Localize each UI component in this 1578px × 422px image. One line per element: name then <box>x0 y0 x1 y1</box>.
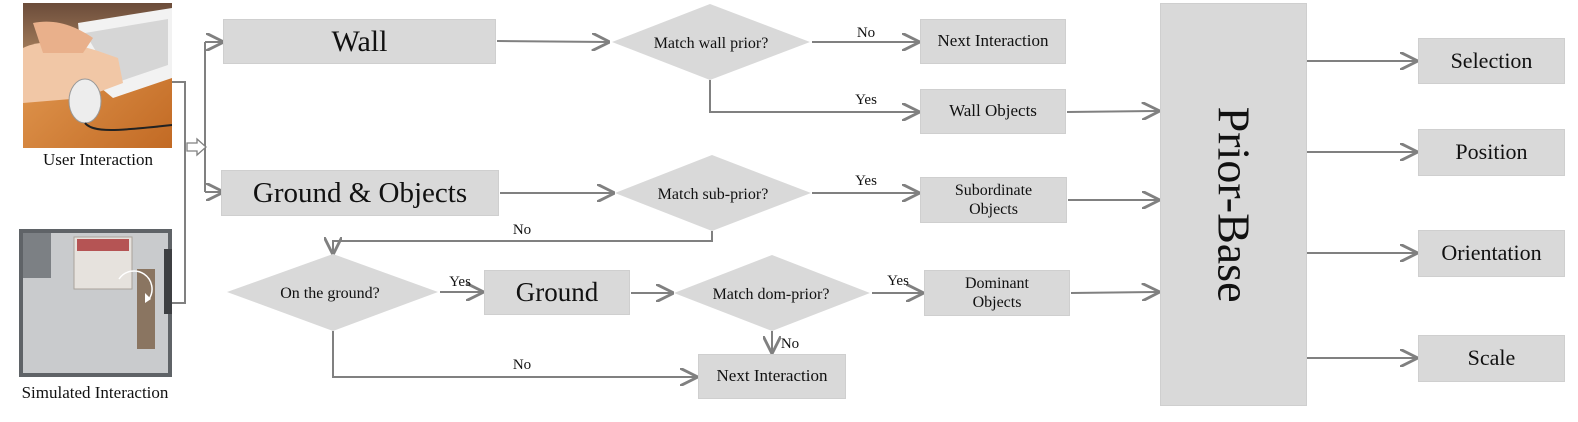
ground-node-label: Ground <box>515 277 599 308</box>
wall-objects-node: Wall Objects <box>920 89 1066 134</box>
wall-objects-label: Wall Objects <box>949 101 1037 121</box>
output-selection-label: Selection <box>1450 47 1533 73</box>
match-sub-prior-text: Match sub-prior? <box>658 186 769 203</box>
arrow-dominant-to-priorbase <box>1070 292 1158 293</box>
match-wall-prior-text: Match wall prior? <box>654 35 769 52</box>
simulated-interaction-label: Simulated Interaction <box>21 383 169 402</box>
arrow-wallobjects-to-priorbase <box>1066 111 1158 112</box>
edge-label-wall-no: No <box>857 25 875 41</box>
prior-base-node: Prior-Base <box>1160 3 1307 406</box>
output-position: Position <box>1418 129 1565 176</box>
ground-objects-node-label: Ground & Objects <box>252 176 468 209</box>
output-scale-label: Scale <box>1467 345 1516 371</box>
edge-label-onground-yes: Yes <box>449 274 471 290</box>
output-position-label: Position <box>1455 139 1528 165</box>
hand-mouse-image <box>23 3 172 148</box>
arrow-sub-no <box>333 231 713 253</box>
ground-node: Ground <box>484 270 630 315</box>
ground-objects-node: Ground & Objects <box>221 170 499 216</box>
subordinate-objects-label-line2: Objects <box>969 201 1018 218</box>
user-interaction-photo <box>23 3 172 148</box>
arrow-wall-yes <box>709 80 918 112</box>
next-interaction-bottom-node: Next Interaction <box>698 354 846 399</box>
output-orientation-label: Orientation <box>1441 240 1542 266</box>
on-the-ground-text: On the ground? <box>280 285 380 302</box>
next-interaction-top-label: Next Interaction <box>937 31 1049 51</box>
wall-node: Wall <box>223 19 496 64</box>
next-interaction-bottom-label: Next Interaction <box>716 366 828 386</box>
output-scale: Scale <box>1418 335 1565 382</box>
wall-node-label: Wall <box>331 24 388 58</box>
diamond-on-the-ground <box>227 254 438 331</box>
user-interaction-label: User Interaction <box>43 150 153 169</box>
output-orientation: Orientation <box>1418 230 1565 277</box>
edge-label-sub-no: No <box>513 222 531 238</box>
diamond-match-wall-prior <box>612 4 810 80</box>
edge-label-wall-yes: Yes <box>855 92 877 108</box>
arrow-wall-to-match <box>496 41 608 42</box>
dominant-objects-node: Dominant Objects <box>924 270 1070 316</box>
merge-arrow-icon <box>186 137 207 157</box>
arrow-onground-no <box>332 331 696 377</box>
input-bracket <box>172 81 186 304</box>
dominant-objects-label-line2: Objects <box>972 294 1022 311</box>
prior-base-label: Prior-Base <box>1208 106 1260 303</box>
match-dom-prior-text: Match dom-prior? <box>713 286 830 303</box>
diamond-match-sub-prior <box>615 155 811 231</box>
edge-label-sub-yes: Yes <box>855 173 877 189</box>
edge-label-dom-no: No <box>781 336 799 352</box>
subordinate-objects-node: Subordinate Objects <box>920 177 1067 223</box>
output-selection: Selection <box>1418 38 1565 84</box>
dominant-objects-label-line1: Dominant <box>965 274 1029 292</box>
subordinate-objects-label-line1: Subordinate <box>954 181 1033 199</box>
edge-label-dom-yes: Yes <box>887 273 909 289</box>
diamond-match-dom-prior <box>674 255 870 331</box>
simulated-interaction-photo <box>19 229 172 377</box>
next-interaction-top-node: Next Interaction <box>920 19 1066 64</box>
edge-label-onground-no: No <box>513 357 531 373</box>
room-layout-image <box>19 229 172 377</box>
